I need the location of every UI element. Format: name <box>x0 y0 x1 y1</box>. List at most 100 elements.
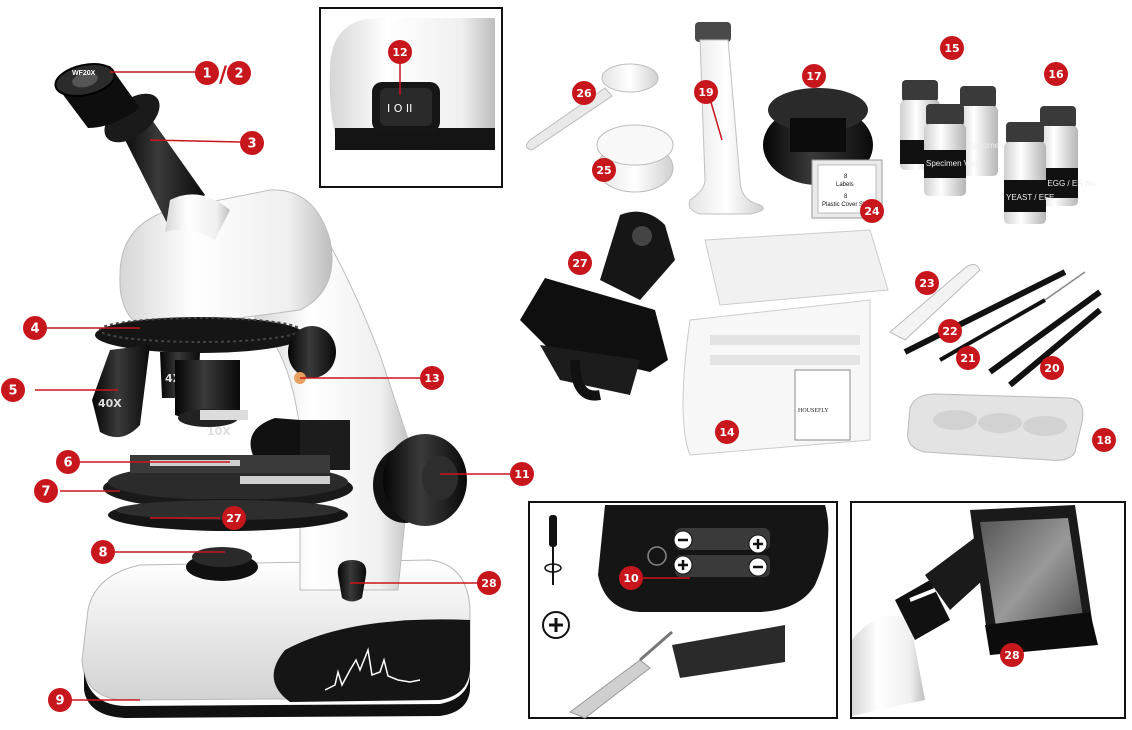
specimen-vials-15: Specimen Vial Specimen Vial <box>900 80 1019 196</box>
callout-26: 26 <box>572 81 596 105</box>
cover-label-3: 8 <box>844 194 848 200</box>
callout-21: 21 <box>956 346 980 370</box>
main-leader-lines <box>35 71 510 701</box>
svg-text:23: 23 <box>919 277 934 290</box>
svg-text:26: 26 <box>576 87 592 100</box>
callout-27-adapter: 27 <box>568 251 592 275</box>
callout-12: 12 <box>388 40 412 64</box>
callout-slash: / <box>219 63 228 88</box>
svg-text:15: 15 <box>944 42 959 55</box>
callout-8: 8 <box>91 540 115 564</box>
plus-circle-icon <box>542 611 570 639</box>
vial-label-d: P EGG / ER No <box>1040 179 1096 188</box>
base-city-skyline <box>324 647 421 691</box>
cover-slip-box: 8 Labels 8 Plastic Cover Slips <box>811 159 883 219</box>
minus-circle-icon <box>748 557 768 577</box>
vial-label-b: Specimen Vial <box>968 141 1019 150</box>
callout-13: 13 <box>420 366 444 390</box>
vial-label-c: YEAST / EFE <box>1006 193 1054 202</box>
slide-box-brand: HOUSEFLY <box>798 408 829 414</box>
minus-circle-icon <box>673 530 693 550</box>
objective-40x-label: 40X <box>98 397 122 410</box>
callout-3: 3 <box>240 131 264 155</box>
callout-20: 20 <box>1040 356 1064 380</box>
objective-10x <box>175 360 240 422</box>
svg-text:2: 2 <box>234 67 243 82</box>
dissecting-tools <box>903 269 1102 388</box>
svg-text:28: 28 <box>481 577 496 590</box>
svg-text:1: 1 <box>202 67 211 82</box>
callout-22: 22 <box>938 319 962 343</box>
callout-27-main: 27 <box>222 506 246 530</box>
svg-text:4: 4 <box>30 322 39 337</box>
svg-text:6: 6 <box>63 456 72 471</box>
objective-40x <box>92 345 150 438</box>
svg-text:22: 22 <box>942 325 957 338</box>
objective-10x-label: 10X <box>207 425 231 438</box>
graduated-cylinder <box>688 22 764 215</box>
cover-label-1: 8 <box>844 174 848 180</box>
objectives: 40X 4X 10X <box>92 345 248 438</box>
callout-9: 9 <box>48 688 72 712</box>
callout-25: 25 <box>592 158 616 182</box>
callout-11: 11 <box>510 462 534 486</box>
base-black-band <box>84 672 470 718</box>
svg-text:24: 24 <box>864 205 880 218</box>
eyepiece-tube: WF20X <box>54 63 230 240</box>
callout-7: 7 <box>34 479 58 503</box>
callout-5: 5 <box>1 378 25 402</box>
smartphone-adapter <box>520 211 675 401</box>
cover-label-2: Labels <box>836 182 854 188</box>
pipette <box>889 264 981 341</box>
vial-label-a: Specimen Vial <box>926 159 977 168</box>
prepared-slides-box: HOUSEFLY <box>682 229 889 456</box>
fine-focus-knob <box>288 326 336 378</box>
svg-text:28: 28 <box>1004 649 1019 662</box>
callout-24: 24 <box>860 199 884 223</box>
svg-text:9: 9 <box>55 694 64 709</box>
brightness-knob <box>337 560 367 602</box>
callout-4: 4 <box>23 316 47 340</box>
phone-inset <box>850 501 1126 719</box>
callout-28-main: 28 <box>477 571 501 595</box>
microscope: WF20X 40X 4X 10X <box>54 63 471 718</box>
callout-2: 2 <box>227 61 251 85</box>
svg-text:10: 10 <box>623 572 639 585</box>
battery-inset <box>528 501 838 719</box>
callout-28-inset: 28 <box>1000 643 1024 667</box>
callout-badges: 1 / 2 3 4 5 6 7 27 8 9 12 13 11 28 26 25… <box>1 36 1116 712</box>
petri-dish <box>596 124 674 193</box>
svg-text:13: 13 <box>424 372 439 385</box>
switch-inset: I O II <box>319 7 503 188</box>
svg-text:27: 27 <box>572 257 587 270</box>
svg-text:8: 8 <box>98 546 107 561</box>
screwdriver-icon <box>544 515 562 585</box>
callout-6: 6 <box>56 450 80 474</box>
plus-circle-icon <box>748 534 768 554</box>
switch-marks: I O II <box>387 102 412 115</box>
svg-text:16: 16 <box>1048 68 1064 81</box>
callout-17: 17 <box>802 64 826 88</box>
eyepiece-brand-text: WF20X <box>72 70 96 77</box>
svg-text:14: 14 <box>719 426 735 439</box>
callout-18: 18 <box>1092 428 1116 452</box>
svg-text:17: 17 <box>806 70 821 83</box>
svg-text:18: 18 <box>1096 434 1111 447</box>
svg-text:21: 21 <box>960 352 975 365</box>
svg-text:3: 3 <box>247 137 256 152</box>
svg-text:19: 19 <box>698 86 713 99</box>
svg-text:12: 12 <box>392 46 407 59</box>
specimen-vials-16: P EGG / ER No YEAST / EFE <box>1004 106 1096 224</box>
callout-10: 10 <box>619 566 643 590</box>
base-black-panel <box>273 619 470 702</box>
svg-text:5: 5 <box>8 384 17 399</box>
callout-14: 14 <box>715 420 739 444</box>
hatchery-tray <box>907 393 1084 461</box>
svg-text:25: 25 <box>596 164 611 177</box>
svg-text:7: 7 <box>41 485 50 500</box>
callout-15: 15 <box>940 36 964 60</box>
revolving-nosepiece <box>95 317 305 353</box>
svg-text:20: 20 <box>1044 362 1060 375</box>
callout-23: 23 <box>915 271 939 295</box>
